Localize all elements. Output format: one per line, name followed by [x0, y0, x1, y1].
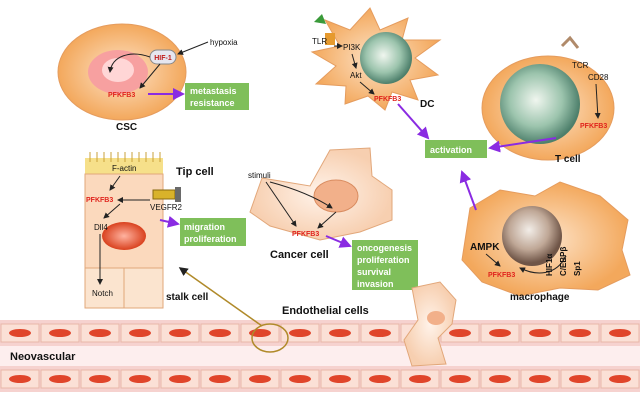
csc-title: CSC: [116, 122, 137, 133]
tip-title: Tip cell: [176, 166, 214, 178]
endothelial-nucleus: [209, 375, 231, 383]
cancer-pfkfb3-label: PFKFB3: [292, 231, 319, 238]
tcell: TCR CD28 PFKFB3 T cell: [481, 35, 615, 165]
endothelial-nucleus: [289, 375, 311, 383]
tip-notch-label: Notch: [92, 289, 113, 298]
migrating-cancer-cell: [403, 281, 457, 367]
csc-hypoxia-label: hypoxia: [210, 38, 238, 47]
endothelial-nucleus: [609, 329, 631, 337]
endothelial-nucleus: [89, 375, 111, 383]
endothelial-nucleus: [169, 329, 191, 337]
dc-title: DC: [420, 99, 434, 110]
tip-vegfr2-label: VEGFR2: [150, 203, 183, 212]
macrophage-title: macrophage: [510, 292, 570, 303]
cancer-outcome-2: survival: [357, 267, 391, 277]
endothelial-nucleus: [529, 329, 551, 337]
csc-outcome-line1: metastasis: [190, 86, 237, 96]
macrophage-tf-0: HIF1α: [545, 254, 554, 276]
stalk-title: stalk cell: [166, 292, 208, 303]
cancer-outcome-1: proliferation: [357, 255, 410, 265]
activation-label: activation: [430, 145, 472, 155]
neovascular-label: Neovascular: [10, 351, 76, 363]
endothelial-nucleus: [369, 329, 391, 337]
endothelial-nucleus: [449, 329, 471, 337]
endothelial-nucleus: [9, 375, 31, 383]
endothelial-nucleus: [249, 375, 271, 383]
highlight-circle: [251, 323, 289, 353]
macrophage-ampk-label: AMPK: [470, 242, 500, 253]
cancer-stimuli-label: stimuli: [248, 171, 271, 180]
tcell-title: T cell: [555, 154, 581, 165]
tcell-tcr-label: TCR: [572, 61, 589, 70]
csc-cell: HIF-1 hypoxia PFKFB3 metastasis resistan…: [57, 23, 249, 133]
csc-outcome-box: [185, 83, 249, 110]
dc-akt-label: Akt: [350, 71, 362, 80]
dc-tlr-label: TLR: [312, 37, 327, 46]
endothelial-nucleus: [489, 329, 511, 337]
endothelial-nucleus: [329, 375, 351, 383]
endothelial-nucleus: [209, 329, 231, 337]
csc-pfkfb3-label: PFKFB3: [108, 92, 135, 99]
cancer-outcome-box: [352, 240, 418, 290]
tcell-cd28-label: CD28: [588, 73, 609, 82]
endothelial-nucleus: [409, 375, 431, 383]
tip-stalk-cells: F-actin PFKFB3 VEGFR2 Dll4 Notch Tip cel…: [84, 152, 246, 309]
endothelial-label: Endothelial cells: [282, 305, 369, 317]
macrophage-cell: AMPK PFKFB3 HIF1α C/EBPβ Sp1 macrophage: [459, 170, 631, 303]
endothelial-nucleus: [289, 329, 311, 337]
tip-outcome-box: [180, 218, 246, 246]
endothelial-nucleus: [529, 375, 551, 383]
endothelial-nucleus: [169, 375, 191, 383]
dc-cell: TLR PI3K Akt PFKFB3 DC: [310, 7, 442, 140]
csc-outcome-line2: resistance: [190, 98, 235, 108]
endothelial-nucleus: [449, 375, 471, 383]
endothelial-nucleus: [129, 329, 151, 337]
tip-pfkfb3-label: PFKFB3: [86, 197, 113, 204]
endothelial-nucleus: [369, 375, 391, 383]
cancer-cell: stimuli PFKFB3 Cancer cell oncogenesis p…: [248, 147, 418, 290]
macrophage-tf-1: C/EBPβ: [559, 247, 568, 276]
endothelial-nucleus: [9, 329, 31, 337]
macrophage-pfkfb3-label: PFKFB3: [488, 272, 515, 279]
cancer-outcome-3: invasion: [357, 279, 394, 289]
cancer-title: Cancer cell: [270, 249, 329, 261]
tip-outcome-line1: migration: [184, 222, 225, 232]
dc-pfkfb3-label: PFKFB3: [374, 96, 401, 103]
endothelial-nucleus: [569, 329, 591, 337]
activation-box: [425, 140, 487, 158]
dc-pi3k-label: PI3K: [343, 43, 361, 52]
tcell-pfkfb3-label: PFKFB3: [580, 123, 607, 130]
cancer-outcome-0: oncogenesis: [357, 243, 412, 253]
endothelial-nucleus: [609, 375, 631, 383]
csc-hif-label: HIF-1: [154, 55, 172, 62]
endothelial-nucleus: [49, 329, 71, 337]
endothelial-nucleus: [329, 329, 351, 337]
endothelial-nucleus: [89, 329, 111, 337]
endothelial-nucleus: [569, 375, 591, 383]
endothelial-nucleus: [489, 375, 511, 383]
endothelial-nucleus: [129, 375, 151, 383]
endothelial-nucleus: [49, 375, 71, 383]
neovascular-vessel: Endothelial cells Neovascular: [0, 267, 640, 392]
macrophage-tf-2: Sp1: [573, 261, 582, 276]
tip-factin-label: F-actin: [112, 164, 136, 173]
tip-outcome-line2: proliferation: [184, 234, 237, 244]
tip-dll4-label: Dll4: [94, 223, 108, 232]
